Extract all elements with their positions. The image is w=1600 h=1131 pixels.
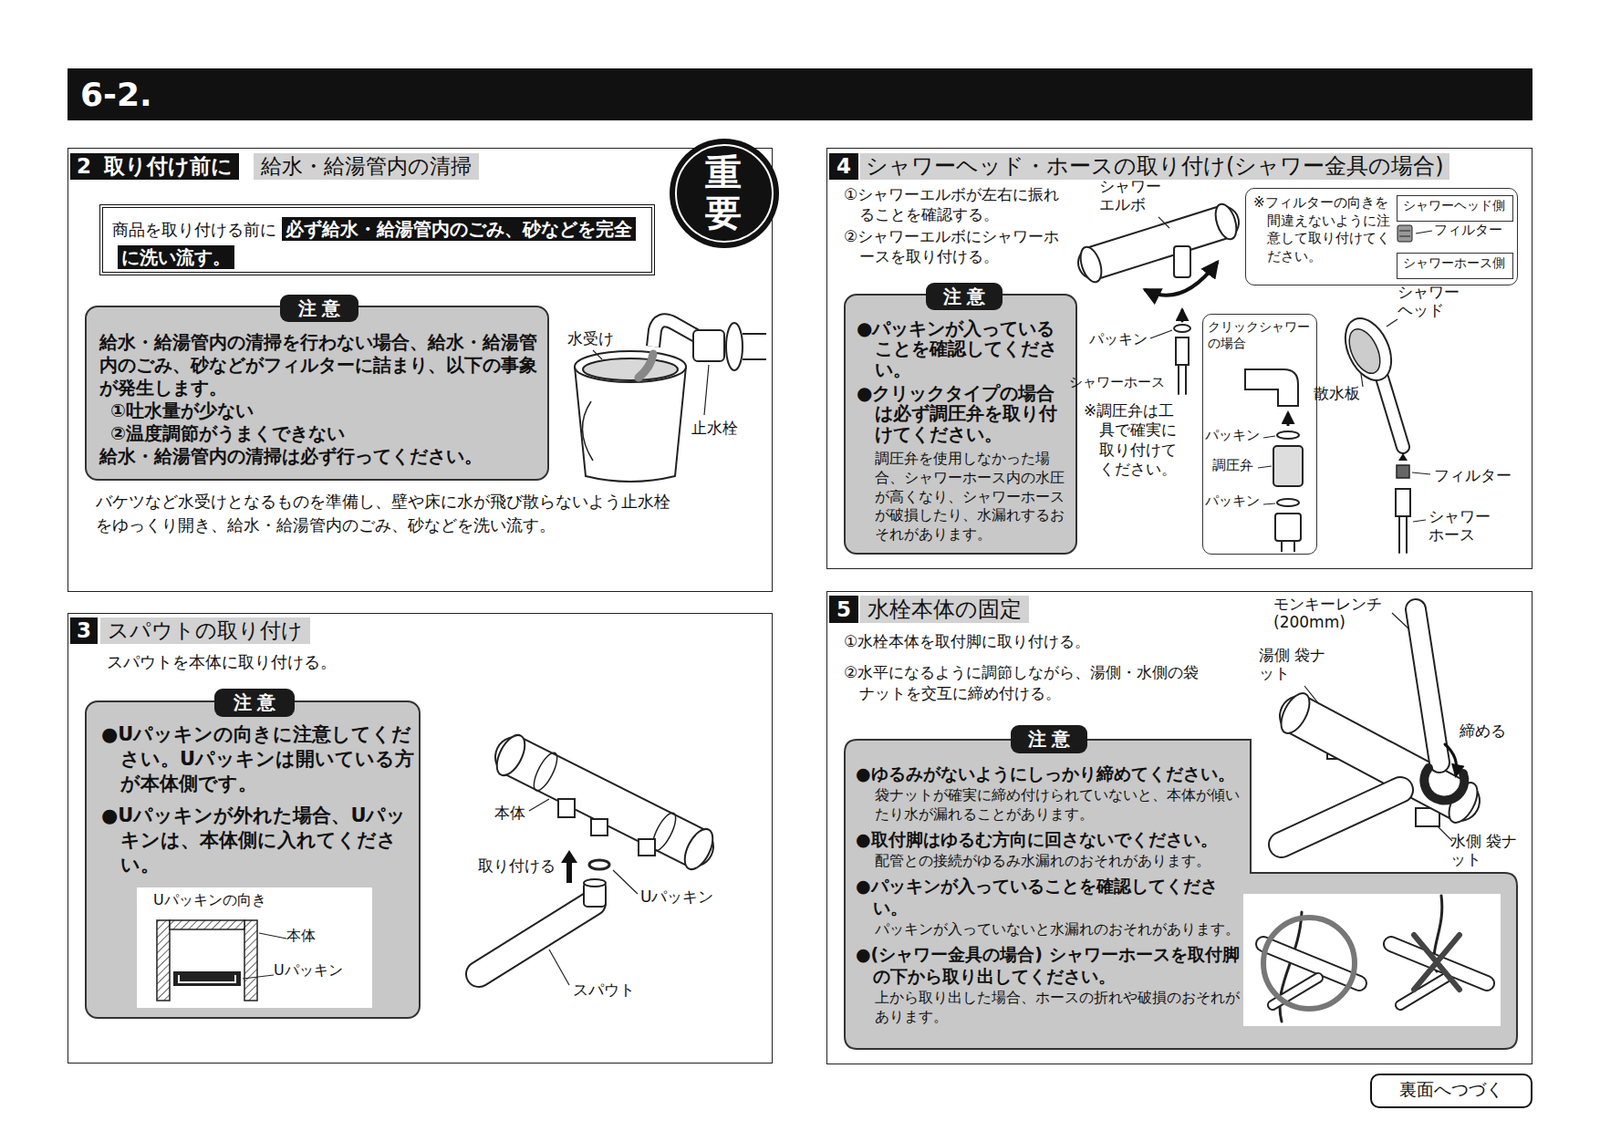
page-title: 6-2. — [80, 68, 153, 121]
part-label: 散水板 — [1313, 383, 1361, 404]
caution-label: 注 意 — [1010, 725, 1088, 754]
part-label: 湯側 袋ナット — [1258, 645, 1327, 684]
part-label: フィルター — [1433, 465, 1512, 486]
inset-title: クリックシャワーの場合 — [1207, 319, 1316, 352]
caution-item: ●ゆるみがないようにしっかり締めてください。 — [855, 763, 1244, 786]
section-heading: 給水・給湯管内の清掃 — [253, 153, 479, 180]
section-heading: 水栓本体の固定 — [860, 595, 1029, 624]
part-label: Uパッキン — [640, 886, 714, 907]
caution-item: ②温度調節がうまくできない — [110, 422, 540, 446]
part-label: Uパッキン — [273, 961, 343, 981]
part-label: シャワーヘッド — [1397, 282, 1464, 321]
caution-label: 注 意 — [925, 282, 1003, 311]
title-bar — [67, 68, 1533, 121]
part-label: 本体 — [286, 926, 316, 946]
side-tag: シャワーヘッド側 — [1396, 195, 1514, 222]
faucet-body-figure — [478, 730, 719, 975]
caution-label: 注 意 — [280, 294, 359, 323]
instruction-text: ②水平になるように調節しながら、湯側・水側の袋ナットを交互に締め付ける。 — [843, 662, 1209, 705]
leader-line — [592, 350, 709, 416]
caution-item: ●クリックタイプの場合は必ず調圧弁を取り付けてください。 — [856, 383, 1069, 445]
caution-box: 注 意●Uパッキンの向きに注意してください。Uパッキンは開いている方が本体側です… — [84, 700, 421, 1019]
caution-box: 注 意●ゆるみがないようにしっかり締めてください。袋ナットが確実に締め付けられて… — [843, 738, 1518, 1050]
caution-item: ●(シャワー金具の場合) シャワーホースを取付脚の下から取り出してください。 — [855, 944, 1244, 988]
part-label: パッキン — [1205, 492, 1260, 511]
bucket-figure — [574, 351, 686, 482]
section-tag: 取り付け前に — [97, 153, 239, 180]
step-number: 5 — [829, 595, 859, 624]
wrench-faucet-figure — [1275, 609, 1484, 845]
step-number: 2 — [70, 153, 98, 180]
leader-line — [1361, 319, 1431, 522]
instruction-text: ①水栓本体を取付脚に取り付ける。 — [843, 631, 1091, 652]
step-number: 4 — [829, 153, 859, 180]
caution-note: 袋ナットが確実に締め付けられていないと、本体が傾いたり水が漏れることがあります。 — [874, 786, 1240, 825]
section-panel: 3スパウトの取り付けスパウトを本体に取り付ける。注 意●Uパッキンの向きに注意し… — [67, 612, 773, 1064]
caution-item: ●取付脚はゆるむ方向に回さないでください。 — [855, 829, 1244, 852]
stop-valve-figure — [638, 320, 767, 378]
caution-note: 調圧弁を使用しなかった場合、シャワーホース内の水圧が高くなり、シャワーホースが破… — [874, 449, 1069, 545]
caution-item: ①吐水量が少ない — [110, 399, 540, 423]
section-panel: 4シャワーヘッド・ホースの取り付け(シャワー金具の場合) ①シャワーエルボが左右に… — [826, 147, 1533, 570]
section-heading: シャワーヘッド・ホースの取り付け(シャワー金具の場合) — [860, 153, 1450, 180]
part-label: シャワーホース — [1428, 507, 1495, 545]
part-label: フィルター — [1433, 221, 1503, 240]
inset-box: Uパッキンの向き — [136, 887, 373, 1008]
caution-box: 注 意給水・給湯管内の清掃を行わない場合、給水・給湯管内のごみ、砂などがフィルタ… — [84, 305, 550, 481]
part-label: 止水栓 — [691, 417, 738, 438]
caution-box: 注 意●パッキンが入っていることを確認してください。●クリックタイプの場合は必ず… — [843, 293, 1078, 555]
tag-text: シャワーヘッド側 — [1397, 196, 1511, 216]
caution-text: 給水・給湯管内の清掃は必ず行ってください。 — [99, 445, 547, 468]
caution-note: パッキンが入っていないと水漏れのおそれがあります。 — [874, 920, 1240, 940]
note-label: ※調圧弁は工具で確実に取り付けてください。 — [1083, 401, 1185, 479]
action-label: 締める — [1459, 720, 1507, 741]
badge-text: 重要 — [705, 152, 742, 233]
leader-line — [1150, 217, 1173, 339]
part-label: 水受け — [567, 328, 614, 349]
caution-label: 注 意 — [214, 688, 295, 717]
part-label: シャワーホース — [1069, 374, 1165, 393]
part-label: シャワーエルボ — [1099, 176, 1167, 215]
part-label: スパウト — [572, 979, 635, 1000]
caution-item: ●Uパッキンの向きに注意してください。Uパッキンは開いている方が本体側です。 — [101, 722, 416, 797]
side-tag: シャワーホース側 — [1396, 252, 1514, 280]
caution-note: 配管との接続がゆるみ水漏れのおそれがあります。 — [874, 851, 1240, 872]
section-panel: 5水栓本体の固定 ①水栓本体を取付脚に取り付ける。 ②水平になるように調節しながら、… — [826, 591, 1533, 1065]
caution-text: 給水・給湯管内の清掃を行わない場合、給水・給湯管内のごみ、砂などがフィルターに詰… — [99, 331, 547, 400]
step-number: 3 — [70, 617, 98, 645]
section-heading: スパウトの取り付け — [100, 617, 311, 645]
section-panel: 2取り付け前に給水・給湯管内の清掃バケツなど水受けとなるものを準備し、壁や床に水… — [67, 147, 773, 593]
part-label: 水側 袋ナット — [1450, 831, 1518, 870]
notice-text: 商品を取り付ける前に — [112, 219, 277, 239]
leader-line — [529, 799, 638, 986]
part-label: パッキン — [1089, 330, 1148, 350]
instruction-text: ①シャワーエルボが左右に振れることを確認する。 — [843, 184, 1068, 225]
caution-item: ●Uパッキンが外れた場合、Uパッキンは、本体側に入れてください。 — [101, 803, 416, 878]
instruction-text: スパウトを本体に取り付ける。 — [106, 651, 337, 673]
tag-text: シャワーホース側 — [1397, 253, 1511, 273]
action-label: 取り付ける — [477, 855, 556, 876]
box-outline — [844, 739, 1517, 1050]
part-label: 本体 — [494, 802, 526, 823]
caution-item: ●パッキンが入っていることを確認してください。 — [855, 875, 1244, 920]
note-text: ※フィルターの向きを間違えないように注意して取り付けてください。 — [1253, 194, 1393, 266]
caution-note: 上から取り出した場合、ホースの折れや破損のおそれがあります。 — [874, 988, 1240, 1028]
part-label: パッキン — [1205, 426, 1260, 446]
continue-tag: 裏面へつづく — [1370, 1073, 1533, 1109]
inset-title: Uパッキンの向き — [153, 891, 267, 911]
important-box: 商品を取り付ける前に必ず給水・給湯管内のごみ、砂などを完全に洗い流す。 — [99, 204, 655, 276]
instruction-text: バケツなど水受けとなるものを準備し、壁や床に水が飛び散らないよう止水栓をゆっくり… — [95, 489, 671, 538]
continue-text: 裏面へつづく — [1371, 1075, 1531, 1103]
important-badge: 重要 — [668, 137, 780, 250]
caution-item: ●パッキンが入っていることを確認してください。 — [856, 318, 1069, 380]
tool-label: モンキーレンチ (200mm) — [1273, 594, 1391, 633]
instruction-text: ②シャワーエルボにシャワーホースを取り付ける。 — [843, 226, 1068, 267]
shower-head-figure — [1336, 311, 1411, 553]
leader-line — [1304, 612, 1453, 842]
part-label: 調圧弁 — [1212, 457, 1254, 476]
